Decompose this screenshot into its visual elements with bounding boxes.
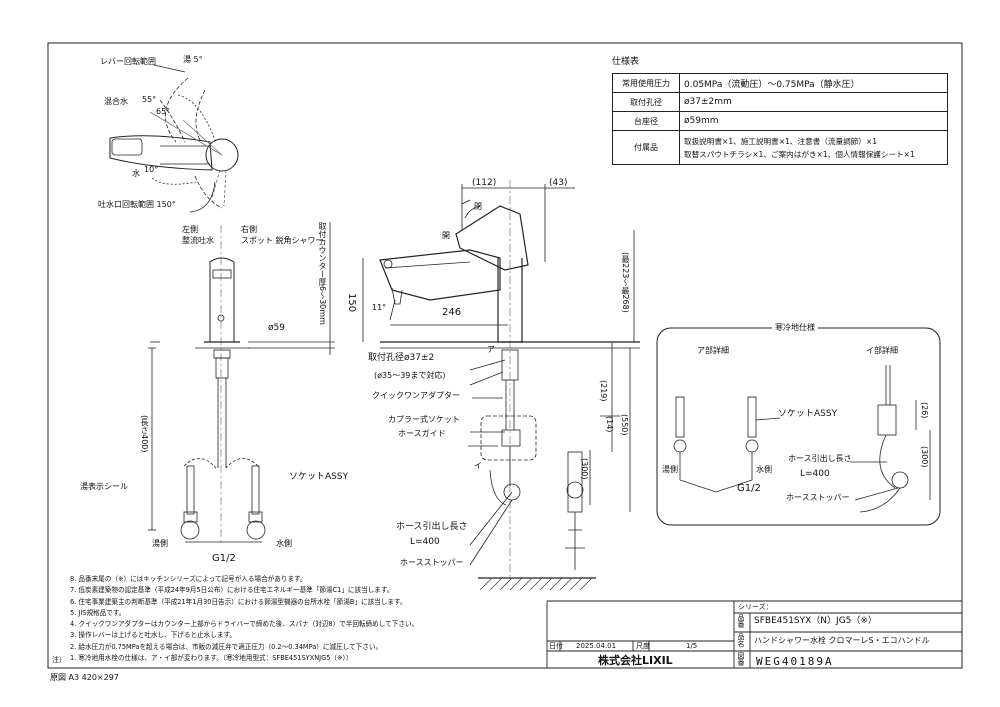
name-label: 品名 (737, 633, 745, 647)
open-label: 開 (442, 231, 450, 240)
spec-key: 常用使用圧力 (612, 73, 680, 93)
angle-11: 11° (372, 303, 387, 312)
spec-row: 付属品 取扱説明書×1、施工説明書×1、注意書（流量調節）×1 取替スパウトチラ… (612, 130, 948, 165)
scale-value: 1/5 (686, 642, 698, 650)
note-line: 7. 低炭素建築物の認定基準（平成24年9月5日公布）における住宅エネルギー基準… (70, 586, 394, 595)
cold-hose-stopper: ホースストッパー (786, 493, 850, 502)
title-block-lines (48, 600, 962, 669)
close-label: 閉 (474, 202, 482, 211)
temp-seal-label: 湯表示シール (80, 482, 128, 491)
dim-246: 246 (442, 307, 462, 318)
dim-14: (14) (605, 416, 614, 433)
hose-length-value: L=400 (410, 537, 440, 547)
dim-219: (219) (599, 380, 608, 402)
spec-table: 常用使用圧力 0.05MPa（流動圧）～0.75MPa（静水圧） 取付孔径 ø3… (612, 73, 948, 165)
cold-hose-length-label: ホース引出し長さ (788, 454, 852, 463)
note-line: 6. 住宅事業建築主の判断基準（平成21年1月30日告示）における節湯型機器の台… (70, 597, 407, 606)
notes-label: 注） (52, 656, 66, 664)
series-label: シリーズ： (738, 603, 773, 611)
counter-thickness-label: 取付カウンター厚6～30mm (318, 222, 327, 325)
model-label: 品番 (737, 614, 745, 628)
note-line: 1. 寒冷地用水栓の仕様は、ア・イ部が変わります。（寒冷地用型式：SFBE451… (70, 654, 353, 663)
angle-55-label: 55° (142, 95, 157, 104)
a-mark: ア (487, 345, 495, 354)
spec-table-title: 仕様表 (612, 57, 640, 67)
hose-length-label: ホース引出し長さ (396, 522, 468, 532)
right-side-label: 右側 (241, 225, 257, 234)
note-line: 8. 品番末尾の（※）にはキッチンシリーズによって記号が入る場合があります。 (70, 575, 307, 583)
dim-43: (43) (549, 178, 568, 188)
cold-g12: G1/2 (737, 483, 761, 494)
cold-dim-300: (300) (920, 446, 929, 468)
cold-dim-26: (26) (920, 402, 929, 419)
spout-range-label: 吐水口回転範囲 150° (98, 200, 176, 209)
spec-value: 取扱説明書×1、施工説明書×1、注意書（流量調節）×1 取替スパウトチラシ×1、… (679, 130, 948, 165)
angle-65-label: 65° (156, 107, 171, 116)
g12-label: G1/2 (212, 553, 236, 564)
cold-socket-label: ソケットASSY (778, 409, 838, 419)
scale-label: 尺度 (636, 642, 650, 650)
mixed-label: 混合水 (104, 97, 128, 106)
note-line: 4. クイックワンアダプターはカウンター上部からドライバーで締めた後、スパナ（対… (70, 620, 419, 629)
spec-key: 取付孔径 (612, 92, 680, 112)
spec-row: 台座径 ø59mm (612, 111, 948, 131)
spec-row: 取付孔径 ø37±2mm (612, 92, 948, 112)
hot-side-label: 湯側 (152, 539, 168, 548)
company-name: 株式会社LIXIL (598, 654, 673, 667)
top-view-faucet (109, 64, 239, 213)
hose-stopper-label: ホースストッパー (400, 558, 464, 567)
spec-key: 付属品 (612, 130, 680, 165)
note-line: 5. JIS規格品です。 (70, 608, 126, 617)
cold-spec-title: 寒冷地仕様 (772, 324, 818, 332)
spec-value: ø59mm (679, 111, 948, 131)
cold-hose-length: L=400 (800, 469, 830, 479)
quick-adapter-label: クイックワンアダプター (372, 391, 460, 400)
sheet-original-label: 原図 A3 420×297 (50, 673, 119, 682)
i-mark: イ (474, 461, 482, 470)
name-value: ハンドシャワー水栓 クロマーレS・エコハンドル (754, 636, 930, 645)
note-line: 3. 操作レバーは上げると吐水し、下げると止水します。 (70, 631, 236, 640)
spec-value: 0.05MPa（流動圧）～0.75MPa（静水圧） (679, 73, 948, 93)
length400-label: (長さ400) (140, 415, 149, 453)
dia59-label: ø59 (268, 323, 285, 333)
drawing-no-value: WEG40189A (756, 655, 834, 668)
date-value: 2025.04.01 (576, 642, 617, 650)
a-detail-label: ア部詳細 (697, 346, 729, 355)
notes-block: 8. 品番末尾の（※）にはキッチンシリーズによって記号が入る場合があります。 7… (70, 574, 418, 664)
spec-row: 常用使用圧力 0.05MPa（流動圧）～0.75MPa（静水圧） (612, 73, 948, 93)
spec-value: ø37±2mm (679, 92, 948, 112)
dim-300: (300) (580, 458, 589, 480)
dim-223-268: (最223～最268) (621, 252, 630, 313)
angle-10-label: 10° (144, 165, 159, 174)
left-mode-label: 整流吐水 (182, 236, 214, 245)
date-label: 日付 (549, 642, 563, 650)
cold-cold-side: 水側 (756, 465, 772, 474)
i-detail-label: イ部詳細 (866, 346, 898, 355)
cold-hot-side: 湯側 (662, 465, 678, 474)
spec-key: 台座径 (612, 111, 680, 131)
hot-angle-label: 湯 5° (183, 55, 203, 64)
left-side-label: 左側 (182, 225, 198, 234)
dim-150: 150 (346, 293, 357, 313)
model-value: SFBE451SYX（N）JG5（※） (754, 616, 877, 626)
cold-label: 水 (132, 169, 140, 178)
right-mode-label: スポット 鋭角シャワー (241, 236, 324, 245)
mount-hole-label: 取付孔径ø37±2 (368, 353, 435, 363)
cold-side-label: 水側 (276, 539, 292, 548)
dim-550: (550) (620, 414, 629, 436)
note-line: 2. 給水圧力が0.75MPaを超える場合は、市販の減圧弁で適正圧力（0.2～0… (70, 642, 383, 651)
lever-range-label: レバー回転範囲 (100, 57, 156, 66)
hose-guide-label: ホースガイド (398, 429, 446, 438)
drawing-no-label: 図番 (737, 652, 745, 666)
front-view-faucet (148, 222, 335, 545)
side-view-faucet (362, 180, 640, 591)
coupler-label: カプラー式ソケット (388, 415, 460, 424)
spec-accessories-line1: 取扱説明書×1、施工説明書×1、注意書（流量調節）×1 (684, 136, 878, 146)
dim-112: (112) (472, 178, 497, 188)
spec-accessories-line2: 取替スパウトチラシ×1、ご案内はがき×1、個人情報保護シート×1 (684, 149, 915, 159)
socket-label: ソケットASSY (289, 472, 349, 482)
mount-hole-range-label: (ø35～39まで対応) (374, 371, 446, 380)
